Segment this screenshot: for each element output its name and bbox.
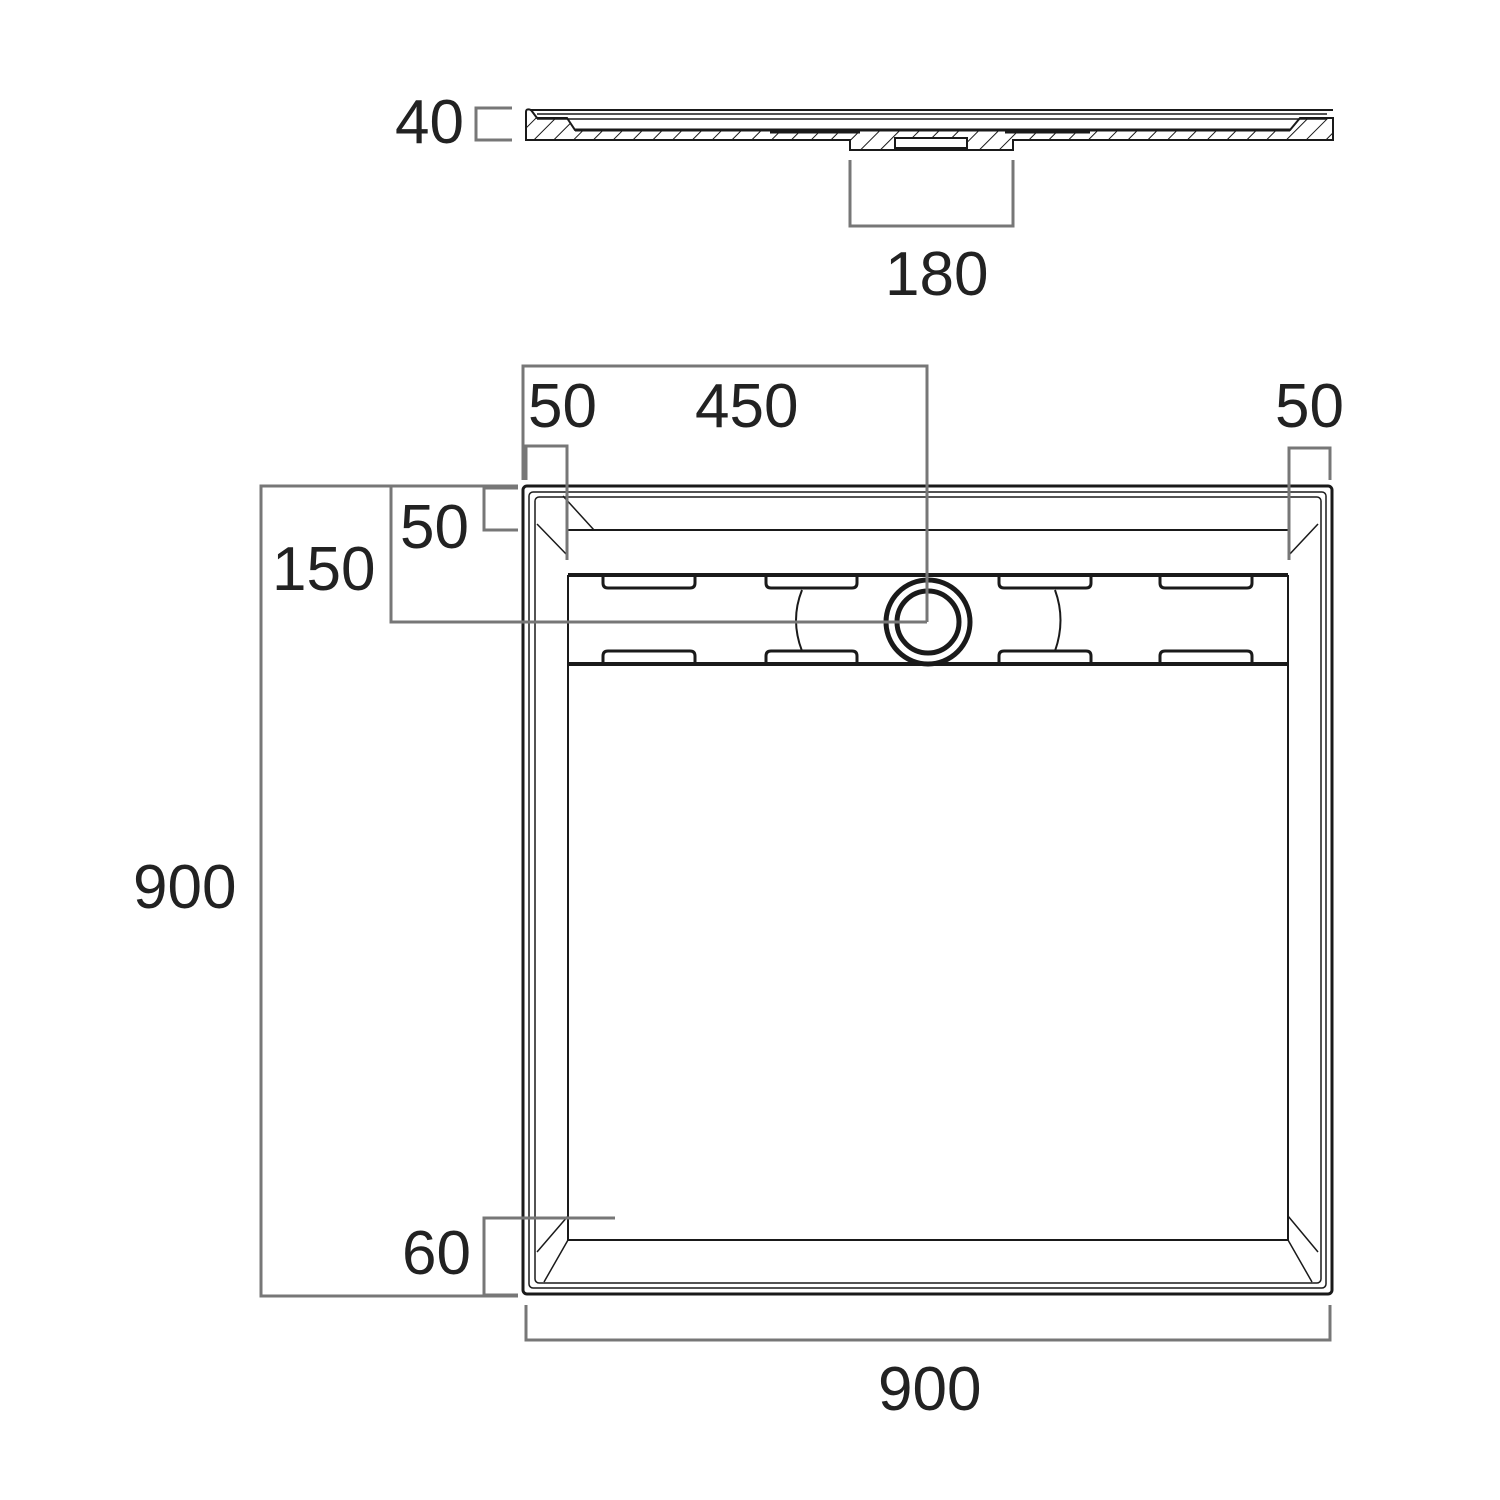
side-section-view <box>525 108 1334 151</box>
dimension-depth-900: 900 <box>133 484 518 1298</box>
bottom-margin-label: 60 <box>402 1219 471 1288</box>
width-label: 900 <box>878 1355 981 1424</box>
dimension-waste-180: 180 <box>848 160 1015 309</box>
drain-slots-bottom <box>601 649 1254 662</box>
dimension-waste-from-top-150: 150 <box>272 484 927 624</box>
left-margin-label: 50 <box>528 372 597 441</box>
dimension-height-40: 40 <box>395 88 512 157</box>
depth-label: 900 <box>133 853 236 922</box>
dimension-bottom-margin-60: 60 <box>402 1216 615 1297</box>
waste-width-label: 180 <box>885 240 988 309</box>
dimension-waste-offset-450: 450 <box>521 364 929 622</box>
right-margin-label: 50 <box>1275 372 1344 441</box>
waste-recess <box>894 137 968 149</box>
waste-from-top-label: 150 <box>272 535 375 604</box>
dimension-right-margin-50: 50 <box>1275 372 1344 560</box>
drain-slots-top <box>601 577 1254 590</box>
waste-offset-label: 450 <box>695 372 798 441</box>
height-label: 40 <box>395 88 464 157</box>
dimension-width-900: 900 <box>524 1305 1332 1424</box>
dimension-top-margin-50: 50 <box>400 486 518 562</box>
tray-section-hatch <box>525 108 1334 151</box>
dimension-left-margin-50: 50 <box>524 372 597 560</box>
top-margin-label: 50 <box>400 493 469 562</box>
